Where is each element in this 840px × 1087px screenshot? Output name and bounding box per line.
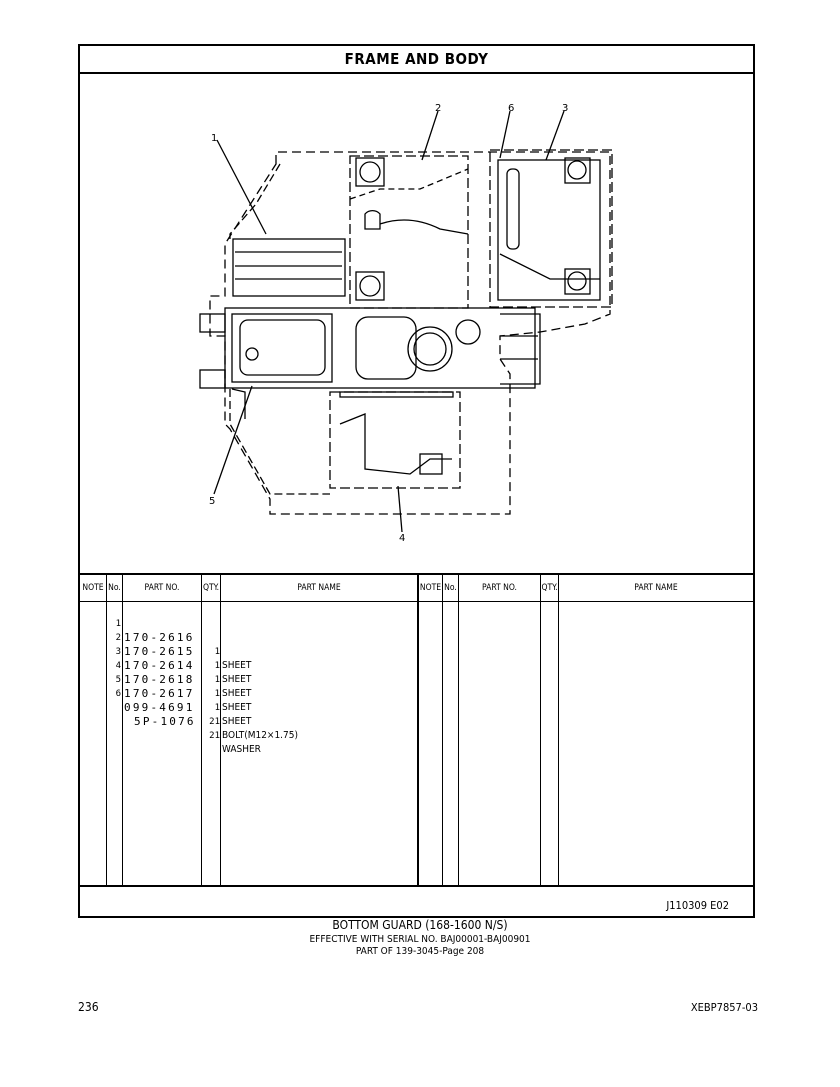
table-row: 3 170-2614 1 SHEET [80, 631, 252, 699]
parts-page-frame: FRAME AND BODY [78, 44, 755, 918]
part-number: 170-2618 [124, 673, 195, 686]
col-divider [540, 575, 541, 887]
callout-6: 6 [508, 103, 514, 114]
page-number: 236 [78, 1000, 99, 1014]
item-number: 1 [115, 619, 121, 629]
table-row: 5 170-2617 1 SHEET [80, 659, 252, 727]
quantity: 1 [214, 647, 220, 657]
header-part-no: PART NO. [144, 583, 180, 593]
item-number: 3 [115, 647, 121, 657]
quantity: 1 [214, 675, 220, 685]
col-divider [458, 575, 459, 887]
bottom-guard-illustration: 1 2 6 3 5 4 [199, 103, 613, 544]
parts-table: NOTE No. PART NO. QTY. PART NAME NOTE No… [80, 573, 753, 887]
part-number: 5P-1076 [134, 715, 196, 728]
quantity: 21 [209, 717, 220, 727]
callout-2: 2 [435, 103, 441, 114]
header-part-name: PART NAME [634, 583, 678, 593]
part-name: WASHER [222, 744, 261, 755]
header-qty: QTY. [541, 583, 558, 593]
part-number: 170-2615 [124, 645, 195, 658]
callout-3: 3 [562, 103, 568, 114]
header-part-name: PART NAME [297, 583, 341, 593]
part-name: SHEET [222, 660, 252, 671]
col-divider [122, 575, 123, 887]
part-number: 170-2617 [124, 687, 195, 700]
col-divider [201, 575, 202, 887]
quantity: 1 [214, 689, 220, 699]
table-bottom-border [80, 885, 753, 887]
quantity: 1 [214, 703, 220, 713]
col-divider [417, 575, 419, 887]
part-name: SHEET [222, 702, 252, 713]
caption-title: BOTTOM GUARD (168-1600 N/S) [332, 918, 508, 932]
item-number: 5 [115, 675, 121, 685]
table-row: 1 170-2616 1 SHEET [80, 603, 252, 671]
part-name: SHEET [222, 688, 252, 699]
part-name: SHEET [222, 716, 252, 727]
exploded-view-drawing: 1 2 6 3 5 4 [80, 74, 753, 574]
header-note: NOTE [419, 583, 442, 593]
col-divider [106, 575, 107, 887]
quantity: 21 [209, 731, 220, 741]
part-name: BOLT(M12×1.75) [222, 730, 298, 741]
item-number: 2 [115, 633, 121, 643]
header-no: No. [108, 583, 121, 593]
part-name: SHEET [222, 674, 252, 685]
header-no: No. [444, 583, 457, 593]
part-number: 099-4691 [124, 701, 195, 714]
part-number: 170-2616 [124, 631, 195, 644]
header-qty: QTY. [202, 583, 220, 593]
caption-part-of: PART OF 139-3045-Page 208 [355, 946, 485, 957]
item-number: 6 [115, 689, 121, 699]
callout-5: 5 [209, 496, 215, 507]
table-row: 5P-1076 21 WASHER [80, 687, 261, 755]
document-id: XEBP7857-03 [690, 1001, 758, 1014]
col-divider [442, 575, 443, 887]
page-title: FRAME AND BODY [80, 46, 753, 74]
item-number: 4 [115, 661, 121, 671]
header-part-no: PART NO. [482, 583, 517, 593]
col-divider [220, 575, 221, 887]
part-number: 170-2614 [124, 659, 195, 672]
table-row: 2 170-2615 1 SHEET [80, 617, 252, 685]
drawing-code: J110309 E02 [666, 899, 729, 912]
callout-1: 1 [211, 133, 217, 144]
table-row: 4 170-2618 1 SHEET [80, 645, 252, 713]
col-divider [558, 575, 559, 887]
header-divider [80, 601, 753, 602]
callout-4: 4 [399, 533, 405, 544]
table-row: 6 099-4691 21 BOLT(M12×1.75) [80, 673, 298, 741]
caption-serial: EFFECTIVE WITH SERIAL NO. BAJ00001-BAJ00… [309, 934, 531, 945]
header-note: NOTE [82, 583, 104, 593]
quantity: 1 [214, 661, 220, 671]
